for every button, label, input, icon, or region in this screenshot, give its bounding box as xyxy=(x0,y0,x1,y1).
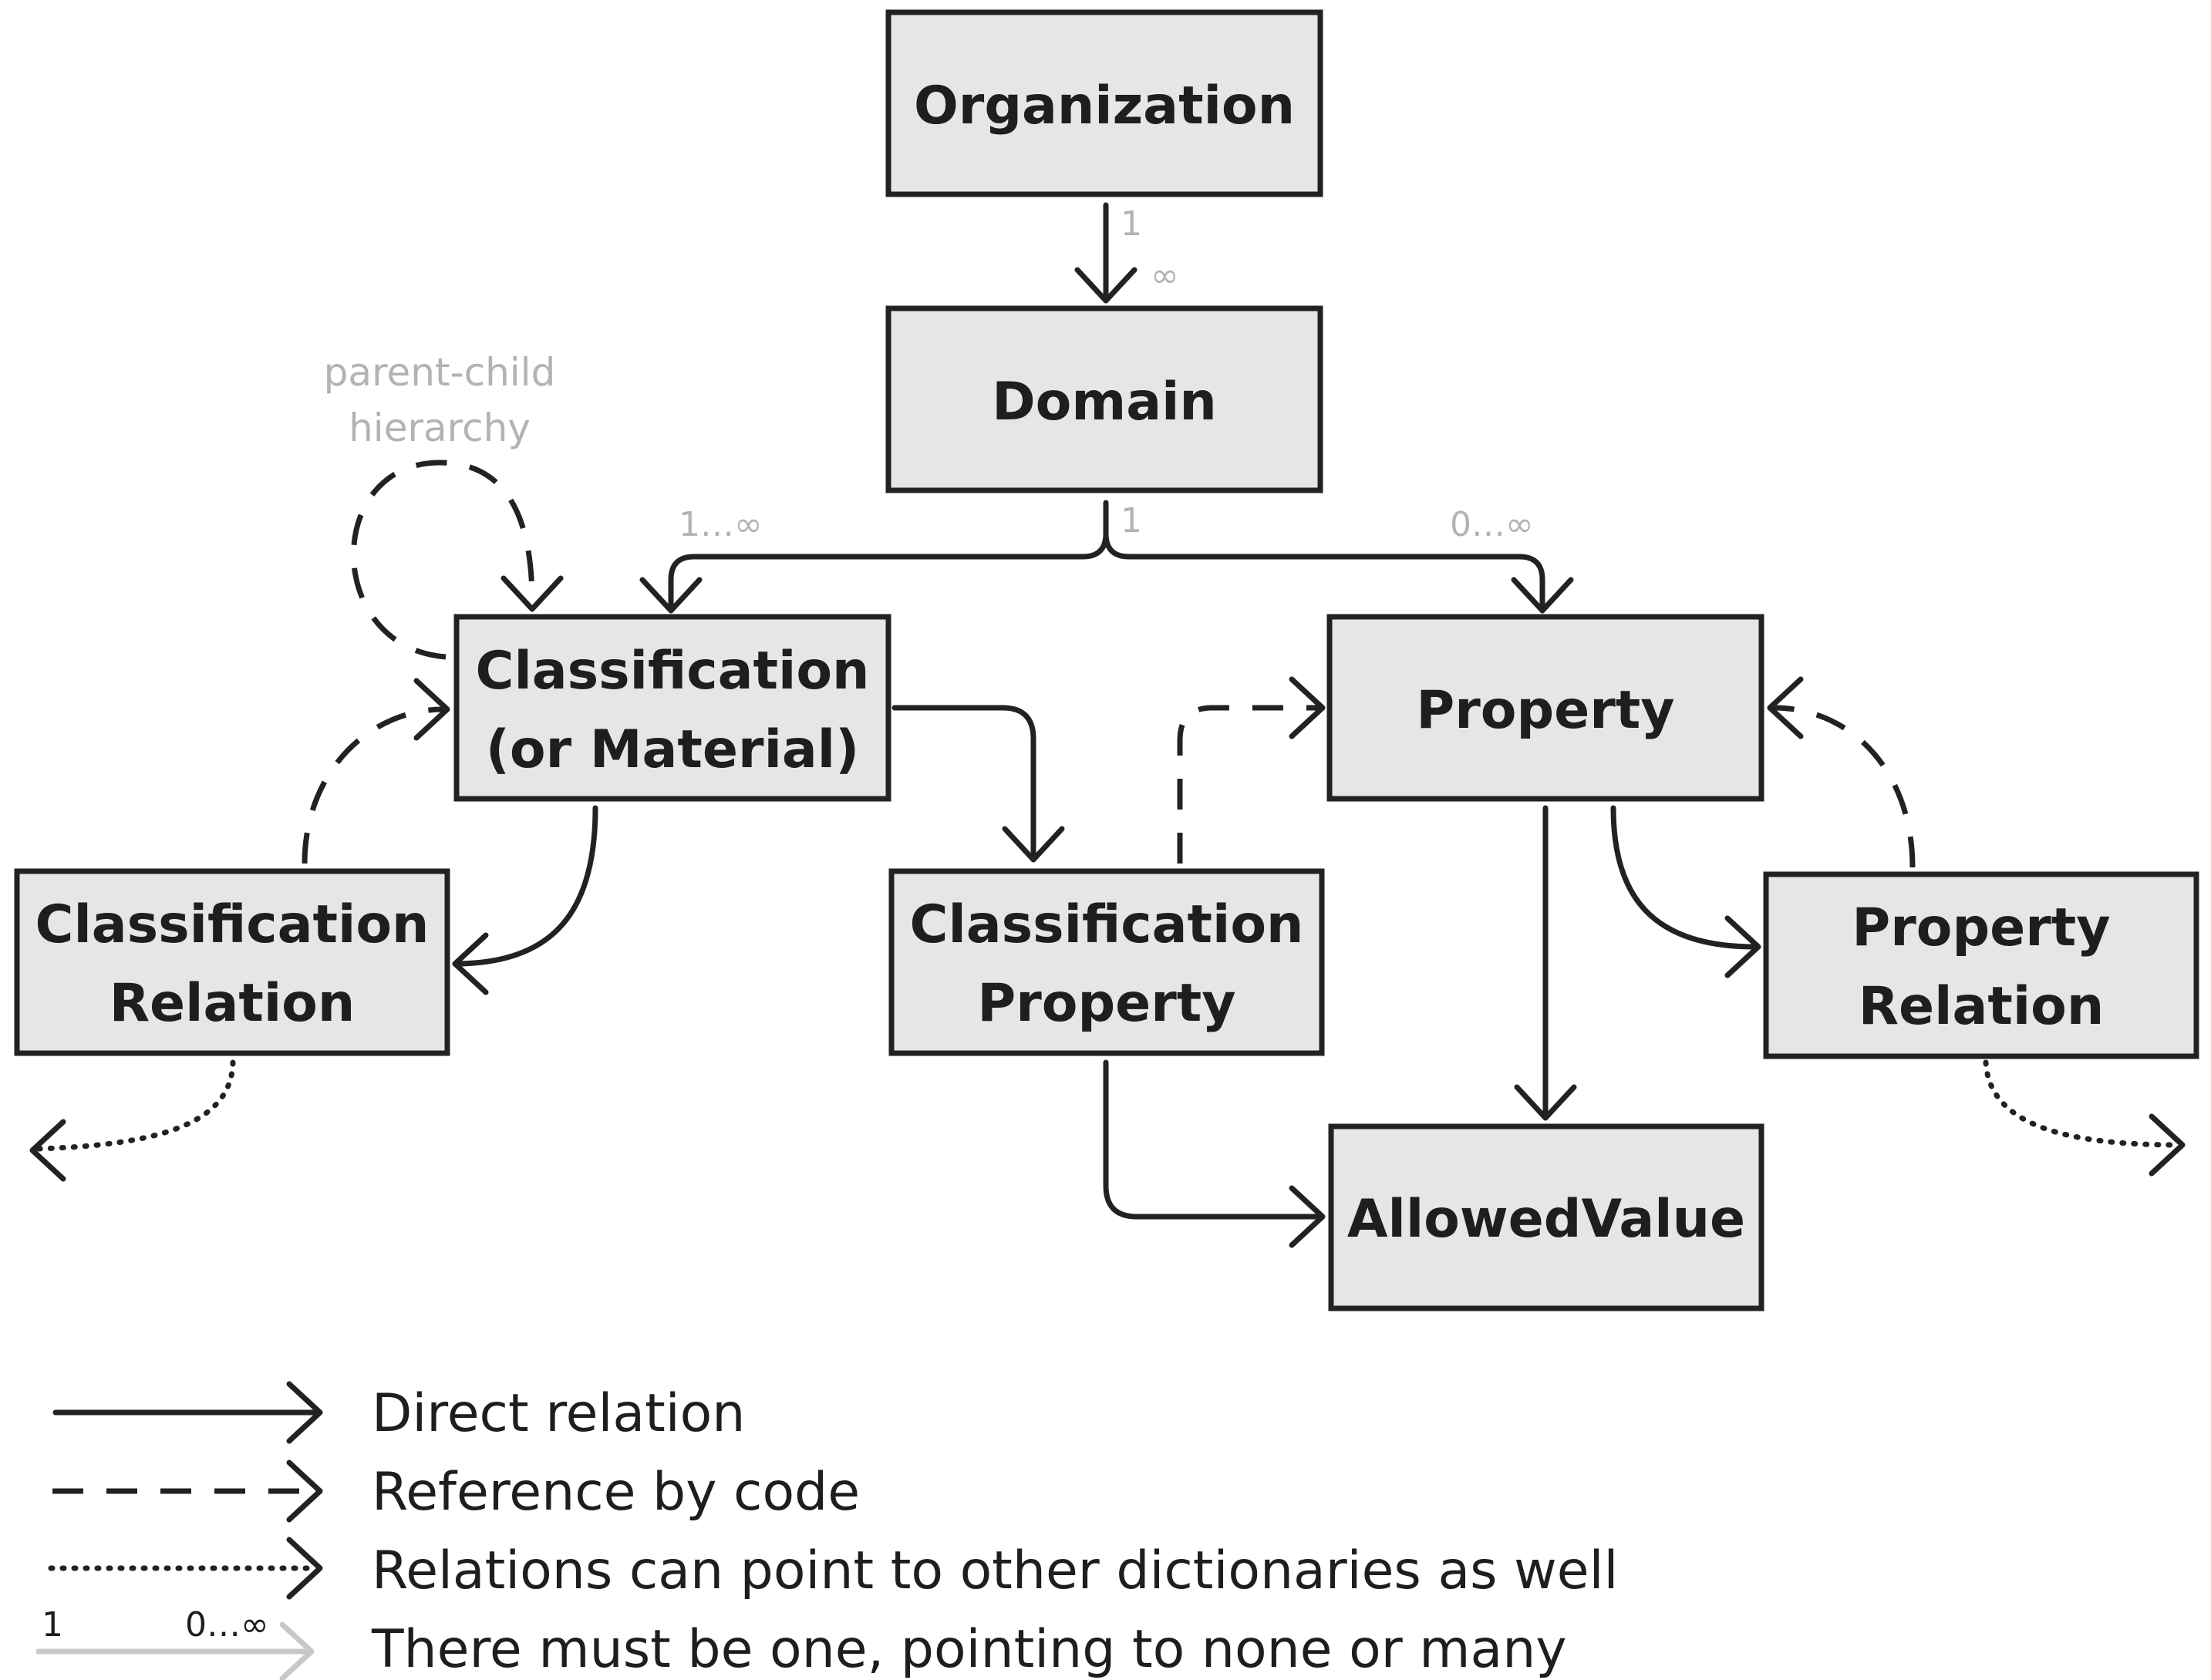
edge-property-to-allowed-value xyxy=(1514,805,1577,1121)
node-allowed-value-label: AllowedValue xyxy=(1347,1189,1745,1250)
legend-cardinality-one: 1 xyxy=(42,1605,63,1645)
node-classification-property-label-1: Classification xyxy=(910,894,1304,955)
node-allowed-value: AllowedValue xyxy=(1328,1123,1764,1311)
node-classification: Classification (or Material) xyxy=(453,614,891,802)
node-classification-relation-label-1: Classification xyxy=(35,894,430,955)
edge-organization-domain xyxy=(1074,202,1138,304)
parent-child-note-line2: hierarchy xyxy=(349,406,531,450)
node-organization-label: Organization xyxy=(914,76,1295,136)
multiplicity-org-many: ∞ xyxy=(1151,256,1179,295)
node-domain-label: Domain xyxy=(992,372,1217,433)
legend-dictionaries: Relations can point to other dictionarie… xyxy=(48,1537,1618,1601)
node-organization: Organization xyxy=(885,9,1323,197)
edge-parent-child-loop xyxy=(351,460,564,660)
legend-reference: Reference by code xyxy=(52,1459,860,1523)
edge-property-relation-external xyxy=(1983,1059,2186,1177)
node-classification-relation: Classification Relation xyxy=(14,868,450,1056)
legend-cardinality-text: There must be one, pointing to none or m… xyxy=(371,1619,1567,1680)
legend: Direct relation Reference by code Relati… xyxy=(35,1381,1618,1680)
multiplicity-org-one: 1 xyxy=(1121,204,1142,244)
edge-property-relation-reference xyxy=(1767,676,1916,868)
legend-direct-text: Direct relation xyxy=(372,1383,745,1444)
multiplicity-domain-one: 1 xyxy=(1121,501,1142,540)
node-classification-property-label-2: Property xyxy=(977,973,1235,1034)
node-classification-label-1: Classification xyxy=(476,641,870,702)
edge-property-to-property-relation xyxy=(1610,805,1761,978)
node-property: Property xyxy=(1326,614,1764,802)
legend-cardinality-many: 0…∞ xyxy=(185,1605,269,1645)
legend-dictionaries-text: Relations can point to other dictionarie… xyxy=(372,1540,1618,1601)
legend-reference-text: Reference by code xyxy=(372,1462,860,1523)
legend-direct: Direct relation xyxy=(52,1381,745,1444)
edge-classification-relation-reference xyxy=(302,678,450,864)
node-classification-label-2: (or Material) xyxy=(486,719,859,780)
node-domain: Domain xyxy=(885,305,1323,493)
node-property-relation-label-1: Property xyxy=(1852,897,2110,958)
edge-classification-property-to-allowed-value xyxy=(1103,1059,1326,1248)
node-classification-relation-label-2: Relation xyxy=(110,973,356,1034)
node-property-relation-label-2: Relation xyxy=(1859,976,2105,1037)
node-classification-property: Classification Property xyxy=(888,868,1325,1056)
node-property-label: Property xyxy=(1416,680,1674,741)
edge-classification-relation-external xyxy=(29,1059,236,1182)
node-property-relation: Property Relation xyxy=(1763,871,2199,1059)
multiplicity-domain-to-classification: 1…∞ xyxy=(679,505,763,544)
edge-classification-property-reference xyxy=(1177,676,1326,864)
edge-classification-to-classification-property xyxy=(891,705,1065,863)
multiplicity-domain-to-property: 0…∞ xyxy=(1450,505,1534,544)
legend-cardinality: 1 0…∞ There must be one, pointing to non… xyxy=(35,1605,1567,1680)
edge-domain-branches xyxy=(639,500,1574,614)
parent-child-note-line1: parent-child xyxy=(324,350,556,395)
edge-classification-to-classification-relation xyxy=(452,805,598,995)
